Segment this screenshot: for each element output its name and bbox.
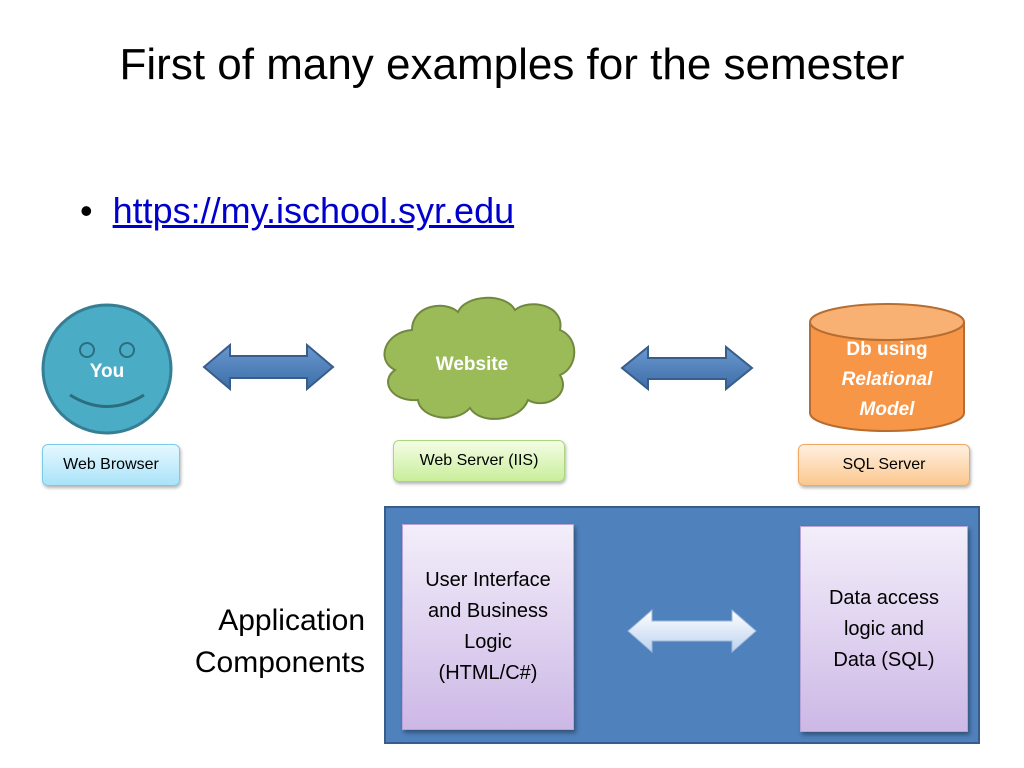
bullet-dot: • xyxy=(80,190,93,231)
data-access-box: Data access logic and Data (SQL) xyxy=(800,526,968,732)
application-components-label: Application Components xyxy=(150,600,365,684)
cloud-icon xyxy=(383,296,576,420)
double-arrow-icon xyxy=(202,342,335,392)
db-label-line3: Model xyxy=(860,399,916,420)
sql-server-tag: SQL Server xyxy=(798,444,970,486)
slide-title: First of many examples for the semester xyxy=(119,40,905,89)
smiley-face-icon xyxy=(41,303,173,435)
db-label-line2: Relational xyxy=(842,369,934,390)
website-label: Website xyxy=(436,354,509,375)
ischool-link[interactable]: https://my.ischool.syr.edu xyxy=(112,190,515,231)
architecture-diagram: You Website Db using Relational Model xyxy=(41,296,965,435)
light-double-arrow-icon xyxy=(627,608,757,654)
application-components-panel: User Interface and Business Logic (HTML/… xyxy=(384,506,980,744)
double-arrow-icon xyxy=(620,344,754,392)
bullet-item: • https://my.ischool.syr.edu xyxy=(80,190,514,232)
web-browser-tag: Web Browser xyxy=(42,444,180,486)
web-server-tag: Web Server (IIS) xyxy=(393,440,565,482)
app-label-line2: Components xyxy=(194,646,365,679)
app-label-line1: Application xyxy=(218,604,365,637)
database-cylinder-icon xyxy=(809,303,965,432)
db-label-line1: Db using xyxy=(846,339,927,360)
you-label: You xyxy=(90,361,124,382)
ui-business-logic-box: User Interface and Business Logic (HTML/… xyxy=(402,524,574,730)
